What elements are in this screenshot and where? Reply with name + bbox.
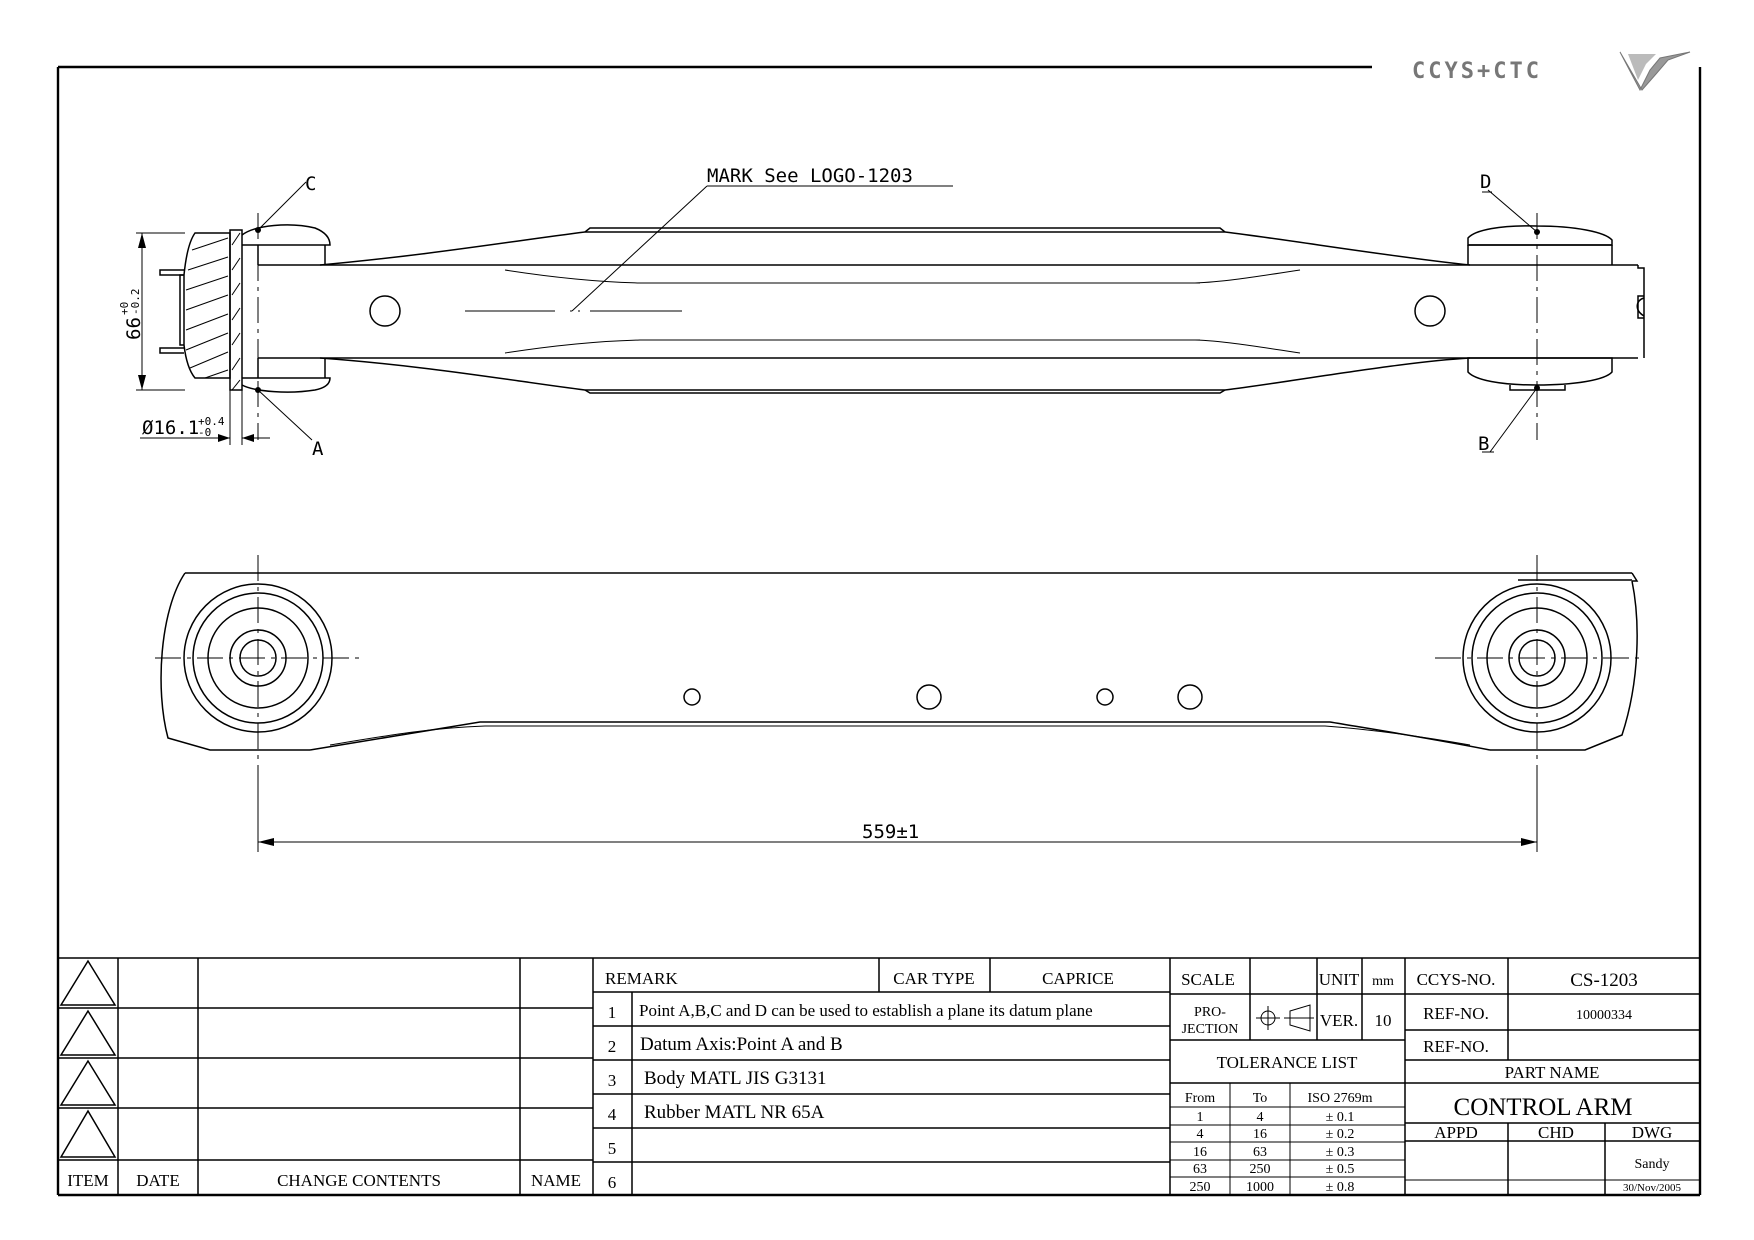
remark-header: REMARK bbox=[605, 969, 678, 988]
side-view: 559±1 bbox=[155, 555, 1645, 852]
header-name: NAME bbox=[531, 1171, 581, 1190]
dim-bore: Ø16.1 +0.4 -0 bbox=[140, 390, 270, 445]
tol-from: 16 bbox=[1193, 1145, 1207, 1160]
leader-b: B bbox=[1478, 385, 1540, 455]
mark-note: MARK See LOGO-1203 bbox=[571, 165, 953, 312]
spec-block: SCALE UNIT mm PRO- JECTION VER. 10 TOLER… bbox=[1170, 958, 1406, 1195]
point-c-label: C bbox=[305, 173, 316, 195]
title-block: CCYS-NO. CS-1203 REF-NO. 10000334 REF-NO… bbox=[1405, 958, 1700, 1195]
ver-value: 10 bbox=[1375, 1011, 1392, 1030]
remark-text: Datum Axis:Point A and B bbox=[640, 1034, 843, 1055]
header-change: CHANGE CONTENTS bbox=[277, 1171, 441, 1190]
tol-to: 63 bbox=[1253, 1145, 1267, 1160]
side-hole-3 bbox=[1096, 688, 1114, 706]
tol-header-from: From bbox=[1185, 1091, 1215, 1106]
appd-label: APPD bbox=[1434, 1123, 1477, 1142]
tol-from: 4 bbox=[1197, 1127, 1204, 1142]
remark-no: 3 bbox=[608, 1071, 617, 1090]
car-type-value: CAPRICE bbox=[1042, 969, 1114, 988]
tol-value: ± 0.3 bbox=[1326, 1145, 1355, 1160]
chd-label: CHD bbox=[1538, 1123, 1574, 1142]
tol-from: 63 bbox=[1193, 1162, 1207, 1177]
part-name: CONTROL ARM bbox=[1454, 1094, 1633, 1121]
logo-text: CCYS+CTC bbox=[1412, 59, 1542, 84]
ref-no-label: REF-NO. bbox=[1423, 1004, 1489, 1023]
dim-height: 66 +0 -0.2 bbox=[118, 232, 185, 391]
side-hole-1 bbox=[683, 688, 701, 706]
ccys-no-label: CCYS-NO. bbox=[1417, 970, 1496, 989]
mark-note-text: MARK See LOGO-1203 bbox=[707, 165, 913, 187]
remark-no: 1 bbox=[608, 1003, 617, 1022]
remark-block: REMARK CAR TYPE CAPRICE 1 Point A,B,C an… bbox=[593, 957, 1700, 1195]
remark-no: 6 bbox=[608, 1173, 617, 1192]
top-hole-right bbox=[1414, 295, 1446, 327]
tol-to: 16 bbox=[1253, 1127, 1267, 1142]
tol-header-to: To bbox=[1253, 1091, 1268, 1106]
logo-mark-icon bbox=[1619, 51, 1691, 92]
company-logo: CCYS+CTC bbox=[1412, 51, 1691, 92]
unit-value: mm bbox=[1372, 974, 1394, 989]
dim-height-upper: +0 bbox=[118, 302, 131, 315]
side-hole-4 bbox=[1177, 684, 1203, 710]
revision-triangle-icon bbox=[59, 959, 117, 1158]
side-hole-2 bbox=[916, 684, 942, 710]
dwg-label: DWG bbox=[1632, 1123, 1673, 1142]
projection-label: JECTION bbox=[1182, 1022, 1239, 1037]
dim-height-lower: -0.2 bbox=[129, 289, 142, 316]
revision-block: ITEM DATE CHANGE CONTENTS NAME bbox=[58, 957, 594, 1195]
ref-no-label: REF-NO. bbox=[1423, 1037, 1489, 1056]
tol-from: 1 bbox=[1197, 1110, 1204, 1125]
dwg-name: Sandy bbox=[1635, 1157, 1670, 1172]
remark-no: 2 bbox=[608, 1037, 617, 1056]
projection-symbol-icon bbox=[1256, 1004, 1314, 1032]
right-bushing bbox=[1467, 225, 1645, 391]
sheet-border bbox=[56, 65, 1702, 1197]
point-b-label: B bbox=[1478, 433, 1489, 455]
part-name-label: PART NAME bbox=[1505, 1063, 1600, 1082]
dim-length-text: 559±1 bbox=[862, 821, 919, 843]
tol-to: 4 bbox=[1257, 1110, 1264, 1125]
top-view: C A D B MARK See LOGO-1203 bbox=[118, 165, 1645, 460]
ref-no-value: 10000334 bbox=[1576, 1008, 1632, 1023]
header-item: ITEM bbox=[67, 1171, 109, 1190]
dim-bore-upper: +0.4 bbox=[198, 415, 225, 428]
tol-to: 1000 bbox=[1246, 1180, 1274, 1195]
dim-bore-base: Ø16.1 bbox=[142, 417, 199, 439]
dim-height-base: 66 bbox=[123, 317, 145, 340]
arm-top-body bbox=[258, 227, 1645, 394]
tol-value: ± 0.2 bbox=[1326, 1127, 1355, 1142]
projection-label: PRO- bbox=[1194, 1005, 1226, 1020]
tol-from: 250 bbox=[1190, 1180, 1211, 1195]
dim-bore-lower: -0 bbox=[198, 426, 211, 439]
arm-side-body bbox=[160, 572, 1639, 751]
remark-text: Rubber MATL NR 65A bbox=[644, 1102, 825, 1123]
remark-text: Body MATL JIS G3131 bbox=[644, 1068, 826, 1089]
car-type-label: CAR TYPE bbox=[893, 969, 974, 988]
header-date: DATE bbox=[136, 1171, 179, 1190]
leader-a: A bbox=[255, 387, 324, 460]
dwg-date: 30/Nov/2005 bbox=[1623, 1182, 1682, 1194]
tol-to: 250 bbox=[1250, 1162, 1271, 1177]
tol-header-iso: ISO 2769m bbox=[1308, 1091, 1373, 1106]
dim-length: 559±1 bbox=[257, 770, 1538, 852]
ccys-no-value: CS-1203 bbox=[1570, 970, 1638, 991]
remark-no: 4 bbox=[608, 1105, 617, 1124]
point-a-label: A bbox=[312, 438, 324, 460]
left-bushing-section bbox=[159, 224, 331, 393]
scale-label: SCALE bbox=[1181, 970, 1235, 989]
point-d-label: D bbox=[1480, 171, 1491, 193]
tol-value: ± 0.8 bbox=[1326, 1180, 1355, 1195]
leader-c: C bbox=[255, 173, 316, 233]
remark-text: Point A,B,C and D can be used to establi… bbox=[639, 1001, 1093, 1020]
unit-label: UNIT bbox=[1319, 970, 1360, 989]
leader-d: D bbox=[1480, 171, 1540, 235]
tol-value: ± 0.5 bbox=[1326, 1162, 1355, 1177]
ver-label: VER. bbox=[1320, 1011, 1358, 1030]
tolerance-title: TOLERANCE LIST bbox=[1217, 1053, 1358, 1072]
tol-value: ± 0.1 bbox=[1326, 1110, 1355, 1125]
remark-no: 5 bbox=[608, 1139, 617, 1158]
top-hole-left bbox=[369, 295, 401, 327]
